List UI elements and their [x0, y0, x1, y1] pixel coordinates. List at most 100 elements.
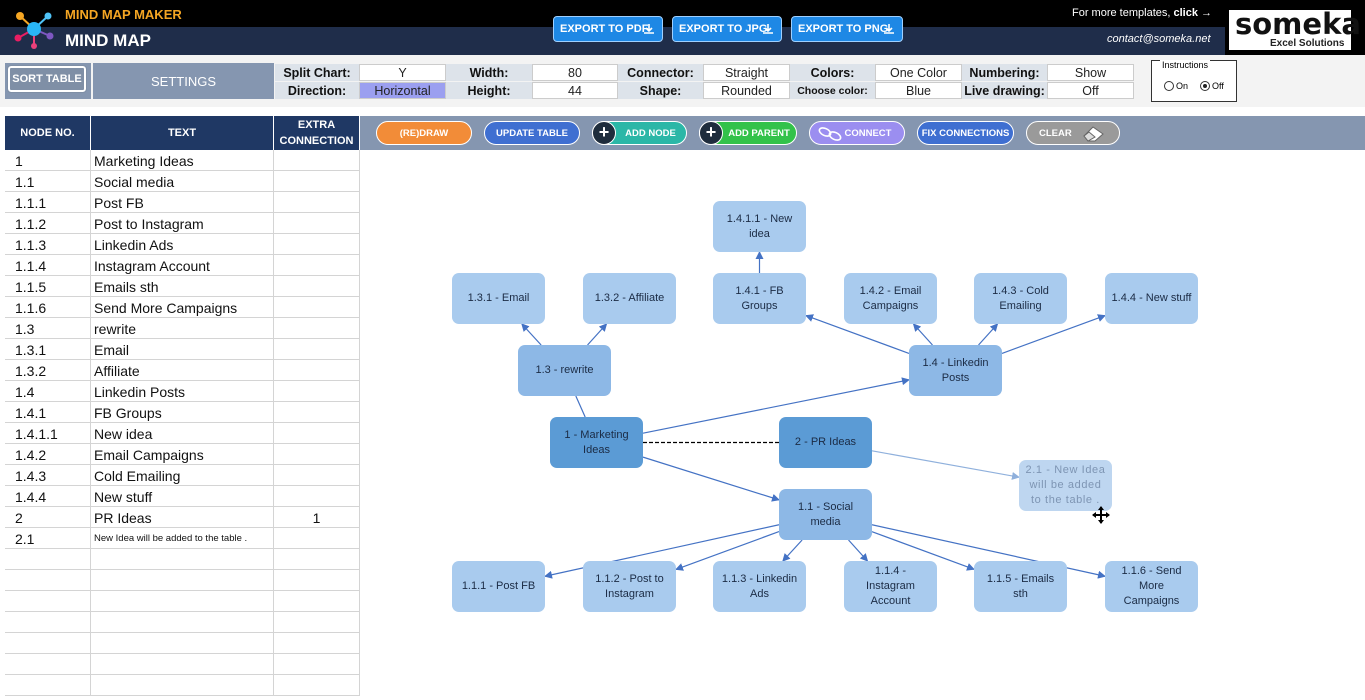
node-number-cell[interactable]: 2	[5, 507, 91, 528]
extra-connection-cell[interactable]	[274, 318, 360, 339]
node-text-cell[interactable]	[91, 570, 274, 591]
extra-connection-cell[interactable]	[274, 612, 360, 633]
node-1-1[interactable]: 1.1 - Social media	[779, 489, 872, 540]
extra-connection-cell[interactable]	[274, 423, 360, 444]
live-drawing-value[interactable]: Off	[1047, 82, 1134, 99]
add-node-button[interactable]: + ADD NODE	[592, 121, 687, 145]
node-text-cell[interactable]: New Idea will be added to the table .	[91, 528, 274, 549]
node-text-cell[interactable]	[91, 591, 274, 612]
node-text-cell[interactable]: Marketing Ideas	[91, 150, 274, 171]
node-number-cell[interactable]	[5, 591, 91, 612]
add-parent-button[interactable]: + ADD PARENT	[699, 121, 797, 145]
contact-email[interactable]: contact@someka.net	[1107, 33, 1211, 45]
node-text-cell[interactable]: Social media	[91, 171, 274, 192]
node-number-cell[interactable]	[5, 570, 91, 591]
node-2-1[interactable]: 2.1 - New Idea will be added to the tabl…	[1019, 460, 1112, 511]
mind-map-canvas[interactable]: 1 - Marketing Ideas 2 - PR Ideas 2.1 - N…	[360, 150, 1365, 700]
extra-connection-cell[interactable]	[274, 654, 360, 675]
node-number-cell[interactable]	[5, 675, 91, 696]
extra-connection-cell[interactable]	[274, 150, 360, 171]
node-number-cell[interactable]: 1.4.1	[5, 402, 91, 423]
connect-button[interactable]: CONNECT	[809, 121, 905, 145]
node-text-cell[interactable]	[91, 675, 274, 696]
connector-value[interactable]: Straight	[703, 64, 790, 81]
extra-connection-cell[interactable]	[274, 360, 360, 381]
node-text-cell[interactable]: Affiliate	[91, 360, 274, 381]
node-1-1-1[interactable]: 1.1.1 - Post FB	[452, 561, 545, 612]
extra-connection-cell[interactable]	[274, 297, 360, 318]
node-number-cell[interactable]: 2.1	[5, 528, 91, 549]
node-1-3[interactable]: 1.3 - rewrite	[518, 345, 611, 396]
extra-connection-cell[interactable]	[274, 444, 360, 465]
shape-value[interactable]: Rounded	[703, 82, 790, 99]
instructions-on-radio[interactable]: On	[1164, 81, 1188, 91]
node-text-cell[interactable]: Post FB	[91, 192, 274, 213]
node-text-cell[interactable]: Emails sth	[91, 276, 274, 297]
node-text-cell[interactable]: Email	[91, 339, 274, 360]
node-number-cell[interactable]	[5, 612, 91, 633]
node-text-cell[interactable]: Post to Instagram	[91, 213, 274, 234]
node-number-cell[interactable]: 1.4	[5, 381, 91, 402]
node-number-cell[interactable]: 1.1.6	[5, 297, 91, 318]
node-number-cell[interactable]: 1.4.2	[5, 444, 91, 465]
node-number-cell[interactable]: 1.4.4	[5, 486, 91, 507]
extra-connection-cell[interactable]	[274, 171, 360, 192]
node-1-4-2[interactable]: 1.4.2 - Email Campaigns	[844, 273, 937, 324]
more-templates-link[interactable]: For more templates, click →	[1072, 7, 1212, 19]
extra-connection-cell[interactable]	[274, 192, 360, 213]
node-text-cell[interactable]: Linkedin Posts	[91, 381, 274, 402]
direction-value[interactable]: Horizontal	[359, 82, 446, 99]
redraw-button[interactable]: (RE)DRAW	[376, 121, 472, 145]
node-number-cell[interactable]: 1.1.1	[5, 192, 91, 213]
node-number-cell[interactable]: 1.1	[5, 171, 91, 192]
extra-connection-cell[interactable]	[274, 591, 360, 612]
node-number-cell[interactable]	[5, 633, 91, 654]
node-2[interactable]: 2 - PR Ideas	[779, 417, 872, 468]
update-table-button[interactable]: UPDATE TABLE	[484, 121, 580, 145]
extra-connection-cell[interactable]	[274, 570, 360, 591]
node-number-cell[interactable]: 1	[5, 150, 91, 171]
extra-connection-cell[interactable]	[274, 465, 360, 486]
sort-table-button[interactable]: SORT TABLE	[7, 65, 87, 93]
node-text-cell[interactable]: PR Ideas	[91, 507, 274, 528]
node-text-cell[interactable]: rewrite	[91, 318, 274, 339]
node-number-cell[interactable]	[5, 549, 91, 570]
node-number-cell[interactable]	[5, 654, 91, 675]
extra-connection-cell[interactable]	[274, 486, 360, 507]
instructions-off-radio[interactable]: Off	[1200, 81, 1224, 91]
extra-connection-cell[interactable]	[274, 633, 360, 654]
node-number-cell[interactable]: 1.1.5	[5, 276, 91, 297]
numbering-value[interactable]: Show	[1047, 64, 1134, 81]
node-text-cell[interactable]	[91, 549, 274, 570]
node-1-4[interactable]: 1.4 - Linkedin Posts	[909, 345, 1002, 396]
node-text-cell[interactable]: New idea	[91, 423, 274, 444]
node-number-cell[interactable]: 1.3.1	[5, 339, 91, 360]
node-number-cell[interactable]: 1.3.2	[5, 360, 91, 381]
node-1-1-2[interactable]: 1.1.2 - Post to Instagram	[583, 561, 676, 612]
width-value[interactable]: 80	[532, 64, 618, 81]
export-jpg-button[interactable]: EXPORT TO JPG	[672, 16, 782, 42]
someka-logo[interactable]: someka Excel Solutions	[1228, 7, 1361, 51]
node-number-cell[interactable]: 1.4.1.1	[5, 423, 91, 444]
node-1-1-4[interactable]: 1.1.4 - Instagram Account	[844, 561, 937, 612]
extra-connection-cell[interactable]	[274, 255, 360, 276]
node-text-cell[interactable]: Linkedin Ads	[91, 234, 274, 255]
node-1[interactable]: 1 - Marketing Ideas	[550, 417, 643, 468]
node-text-cell[interactable]	[91, 654, 274, 675]
node-number-cell[interactable]: 1.1.2	[5, 213, 91, 234]
extra-connection-cell[interactable]	[274, 402, 360, 423]
export-png-button[interactable]: EXPORT TO PNG	[791, 16, 903, 42]
node-1-1-3[interactable]: 1.1.3 - Linkedin Ads	[713, 561, 806, 612]
extra-connection-cell[interactable]	[274, 675, 360, 696]
node-1-4-1[interactable]: 1.4.1 - FB Groups	[713, 273, 806, 324]
node-1-4-3[interactable]: 1.4.3 - Cold Emailing	[974, 273, 1067, 324]
node-1-4-4[interactable]: 1.4.4 - New stuff	[1105, 273, 1198, 324]
fix-connections-button[interactable]: FIX CONNECTIONS	[917, 121, 1014, 145]
node-text-cell[interactable]: Send More Campaigns	[91, 297, 274, 318]
node-text-cell[interactable]: New stuff	[91, 486, 274, 507]
node-number-cell[interactable]: 1.1.4	[5, 255, 91, 276]
node-number-cell[interactable]: 1.1.3	[5, 234, 91, 255]
node-1-1-5[interactable]: 1.1.5 - Emails sth	[974, 561, 1067, 612]
extra-connection-cell[interactable]	[274, 339, 360, 360]
extra-connection-cell[interactable]: 1	[274, 507, 360, 528]
